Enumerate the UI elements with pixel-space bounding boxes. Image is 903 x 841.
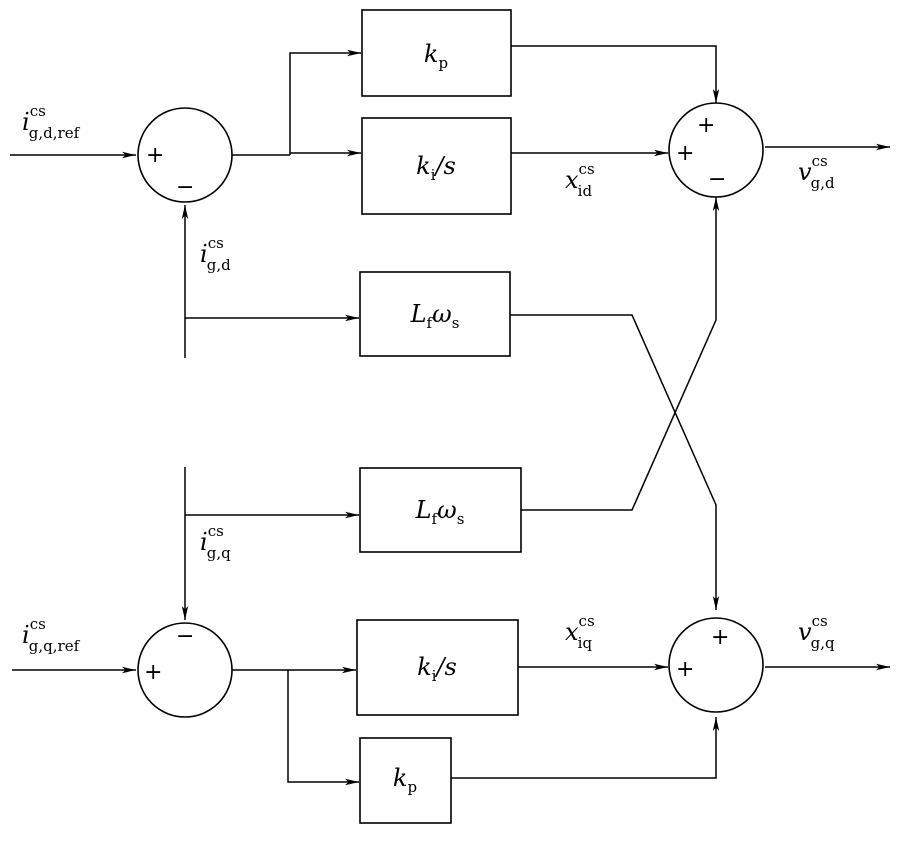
sign-q-in-top: − bbox=[176, 624, 194, 649]
wire-q-to-kp bbox=[287, 670, 359, 786]
block-lf-omega-d-label: Lfωs bbox=[410, 300, 460, 332]
sign-d-out-left: + bbox=[676, 141, 694, 166]
block-ki-d-label: ki/s bbox=[416, 152, 456, 184]
block-ki-q bbox=[356, 619, 519, 716]
wire-cross-d-to-q bbox=[510, 314, 720, 610]
sign-q-out-top: + bbox=[711, 625, 729, 650]
block-kp-q bbox=[359, 737, 452, 824]
block-kp-q-label: kp bbox=[393, 764, 417, 796]
wire-d-kp-to-sum bbox=[511, 45, 720, 103]
block-ki-q-label: ki/s bbox=[417, 653, 457, 685]
sign-d-out-top: + bbox=[697, 113, 715, 138]
summing-junction-q-error bbox=[137, 622, 233, 718]
summing-junction-d-error bbox=[137, 107, 233, 203]
wire-d-to-kp bbox=[289, 49, 361, 155]
wire-q-kp-to-sum bbox=[451, 717, 720, 779]
sign-d-in-bottom: − bbox=[176, 175, 194, 200]
sign-q-out-left: + bbox=[676, 657, 694, 682]
summing-junction-q-output bbox=[668, 617, 764, 713]
block-lf-omega-q bbox=[359, 467, 522, 553]
block-lf-omega-q-label: Lfωs bbox=[415, 496, 465, 528]
block-ki-d bbox=[361, 117, 512, 215]
sign-q-in-left: + bbox=[144, 660, 162, 685]
wire-cross-q-to-d bbox=[521, 197, 720, 511]
sign-d-out-bottom: − bbox=[708, 167, 726, 192]
block-kp-d bbox=[361, 9, 512, 97]
block-lf-omega-d bbox=[359, 271, 511, 357]
sign-d-in-left: + bbox=[146, 143, 164, 168]
summing-junction-d-output bbox=[668, 102, 764, 198]
block-kp-d-label: kp bbox=[424, 40, 448, 72]
